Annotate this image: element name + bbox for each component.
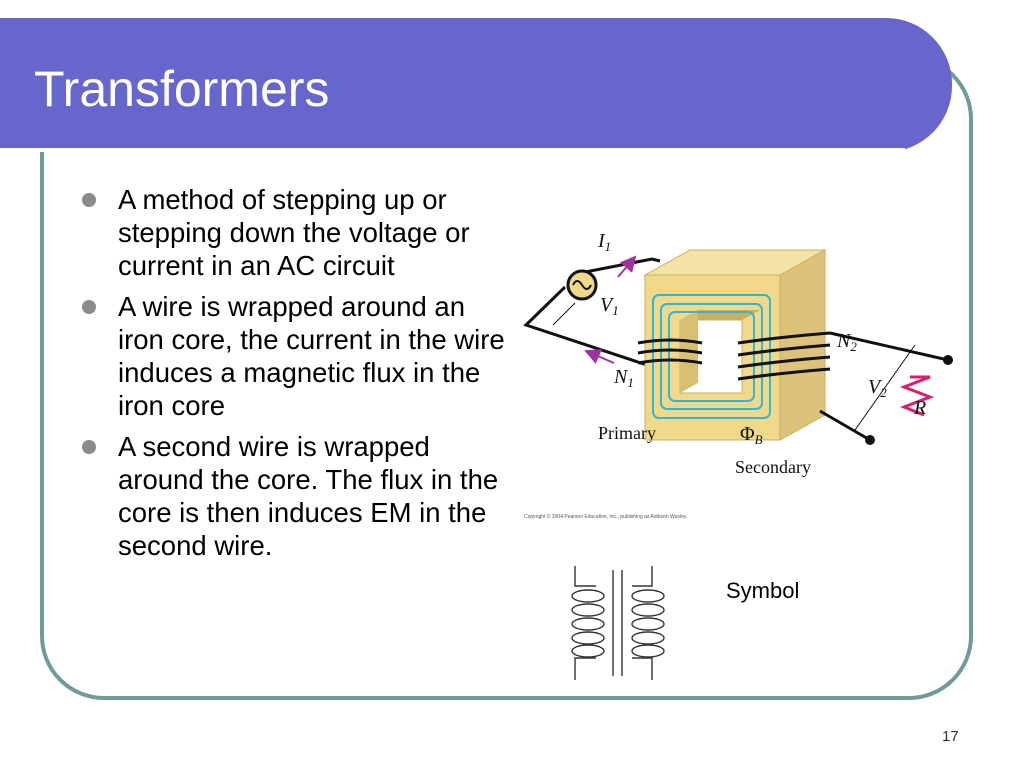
transformer-diagram: I1 V1 N1 N2 V2 R Primary ΦB Secondary	[523, 230, 953, 477]
label-n2: N2	[836, 330, 857, 354]
bullet-text: A method of stepping up or stepping down…	[118, 184, 470, 281]
bullet-dot-icon	[82, 440, 96, 454]
resistor-icon	[899, 375, 935, 417]
iron-core	[643, 249, 827, 441]
bullet-item: A wire is wrapped around an iron core, t…	[82, 290, 507, 422]
label-r: R	[913, 397, 926, 419]
label-phi: ΦB	[740, 423, 763, 447]
voltage-indicator	[854, 344, 916, 431]
primary-coil	[637, 338, 703, 365]
voltage-indicator	[552, 302, 576, 326]
bullet-dot-icon	[82, 193, 96, 207]
bullet-dot-icon	[82, 300, 96, 314]
current-arrow-icon	[617, 255, 637, 278]
terminal-dot-icon	[865, 435, 875, 445]
bullet-item: A method of stepping up or stepping down…	[82, 183, 507, 282]
label-v2: V2	[868, 376, 887, 400]
label-n1: N1	[613, 366, 634, 390]
label-v1: V1	[600, 294, 619, 318]
bullet-list: A method of stepping up or stepping down…	[82, 183, 507, 570]
bullet-item: A second wire is wrapped around the core…	[82, 430, 507, 562]
page-number: 17	[942, 728, 959, 745]
secondary-coil	[737, 331, 949, 442]
label-secondary: Secondary	[735, 457, 811, 477]
figure-copyright: Copyright © 2004 Pearson Education, Inc.…	[524, 514, 688, 520]
ac-source-icon	[566, 269, 598, 301]
title-bar: Transformers	[0, 18, 952, 152]
transformer-symbol-icon	[571, 566, 665, 680]
title-underline	[0, 148, 905, 152]
bullet-text: A second wire is wrapped around the core…	[118, 431, 499, 561]
terminal-dot-icon	[943, 355, 953, 365]
label-primary: Primary	[598, 423, 656, 443]
symbol-label: Symbol	[726, 578, 800, 603]
bullet-text: A wire is wrapped around an iron core, t…	[118, 291, 505, 421]
current-arrow-icon	[584, 349, 615, 364]
slide-title: Transformers	[34, 61, 330, 117]
label-i1: I1	[597, 230, 611, 254]
